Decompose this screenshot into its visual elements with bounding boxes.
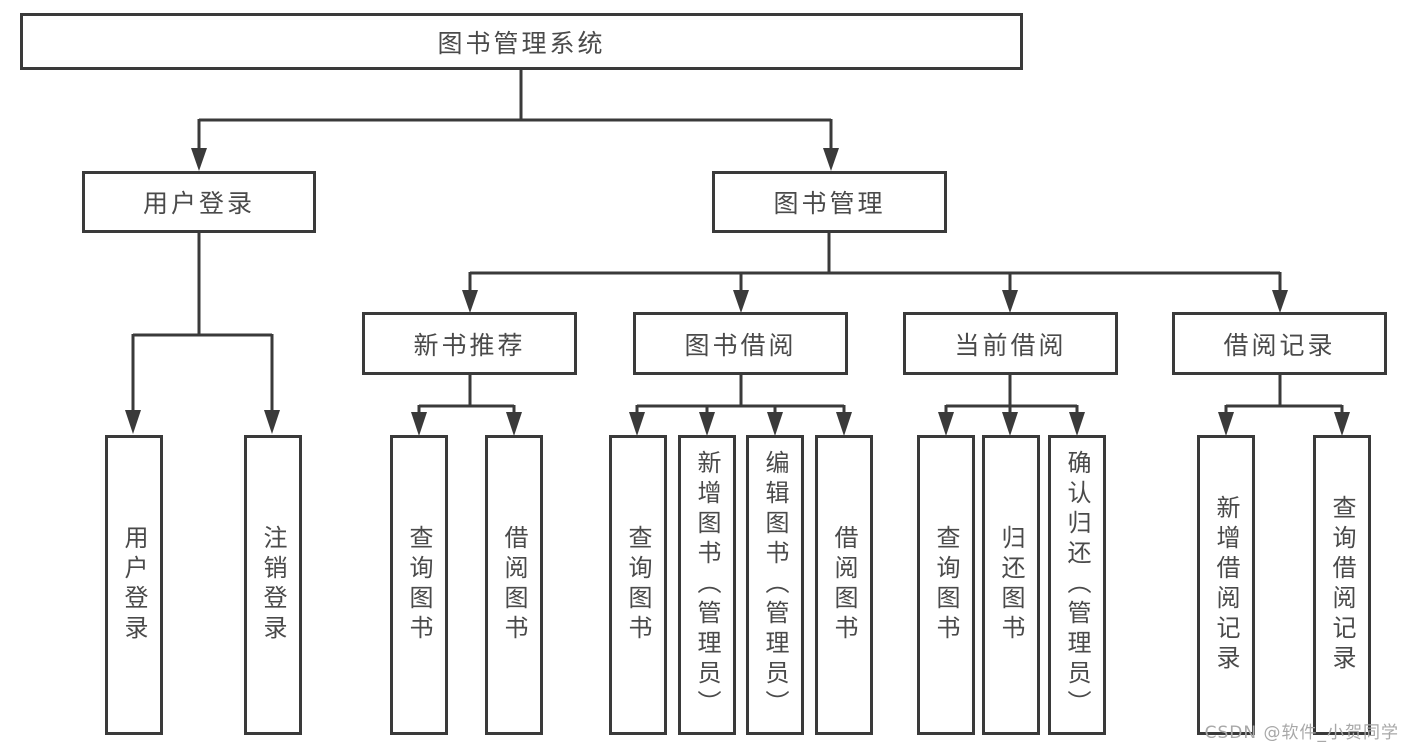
node-new-book-recommend: 新书推荐 — [362, 312, 577, 375]
node-borrow-records: 借阅记录 — [1172, 312, 1387, 375]
connector-edges — [131, 70, 1344, 413]
root-node-label: 图书管理系统 — [437, 28, 606, 58]
csdn-watermark: CSDN @软件_小贺同学 — [1204, 723, 1399, 743]
leaf-recommend-borrow-books: 借阅图书 — [485, 435, 543, 735]
leaf-recommend-query-books-label: 查询图书 — [405, 525, 433, 645]
leaf-user-login: 用户登录 — [105, 435, 163, 735]
node-book-borrow: 图书借阅 — [633, 312, 848, 375]
leaf-borrow-books-label: 借阅图书 — [830, 525, 858, 645]
leaf-query-borrow-record-label: 查询借阅记录 — [1328, 495, 1356, 675]
node-borrow-records-label: 借阅记录 — [1223, 330, 1336, 360]
leaf-current-query-books: 查询图书 — [917, 435, 975, 735]
leaf-return-book-label: 归还图书 — [997, 525, 1025, 645]
leaf-borrow-query-books-label: 查询图书 — [624, 525, 652, 645]
node-user-login: 用户登录 — [82, 171, 316, 233]
leaf-confirm-return-admin-label: 确认归还（管理员） — [1063, 450, 1091, 720]
leaf-confirm-return-admin: 确认归还（管理员） — [1048, 435, 1106, 735]
leaf-current-query-books-label: 查询图书 — [932, 525, 960, 645]
leaf-add-book-admin-label: 新增图书（管理员） — [693, 450, 721, 720]
leaf-add-borrow-record: 新增借阅记录 — [1197, 435, 1255, 735]
leaf-edit-book-admin-label: 编辑图书（管理员） — [761, 450, 789, 720]
arrowheads — [125, 148, 1350, 436]
leaf-add-book-admin: 新增图书（管理员） — [678, 435, 736, 735]
leaf-recommend-query-books: 查询图书 — [390, 435, 448, 735]
node-current-borrow: 当前借阅 — [903, 312, 1118, 375]
node-user-login-label: 用户登录 — [142, 189, 255, 218]
leaf-user-login-label: 用户登录 — [120, 525, 148, 645]
leaf-borrow-query-books: 查询图书 — [609, 435, 667, 735]
leaf-edit-book-admin: 编辑图书（管理员） — [746, 435, 804, 735]
leaf-add-borrow-record-label: 新增借阅记录 — [1212, 495, 1240, 675]
node-current-borrow-label: 当前借阅 — [954, 330, 1067, 360]
node-book-borrow-label: 图书借阅 — [684, 330, 797, 360]
node-book-management-label: 图书管理 — [773, 189, 886, 218]
leaf-return-book: 归还图书 — [982, 435, 1040, 735]
leaf-logout-label: 注销登录 — [259, 525, 287, 645]
leaf-recommend-borrow-books-label: 借阅图书 — [500, 525, 528, 645]
leaf-query-borrow-record: 查询借阅记录 — [1313, 435, 1371, 735]
node-book-management: 图书管理 — [712, 171, 947, 233]
root-node-library-system: 图书管理系统 — [20, 13, 1023, 70]
node-new-book-recommend-label: 新书推荐 — [413, 330, 526, 360]
leaf-borrow-books: 借阅图书 — [815, 435, 873, 735]
leaf-logout: 注销登录 — [244, 435, 302, 735]
